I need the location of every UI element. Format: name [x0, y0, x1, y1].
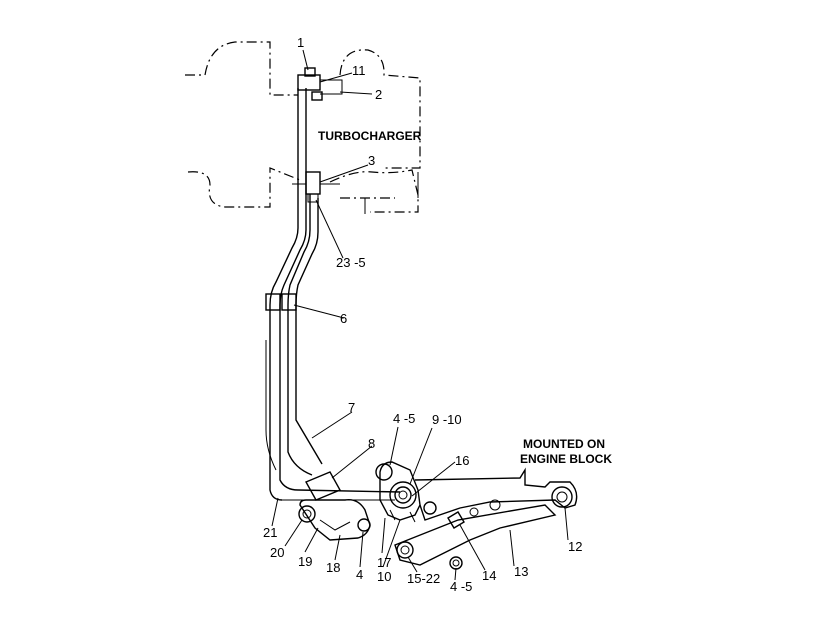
- callout-1: 1: [297, 35, 304, 50]
- callout-14: 14: [482, 568, 496, 583]
- callout-4-5-bottom: 4 -5: [450, 579, 472, 594]
- callout-17: 17: [377, 555, 391, 570]
- callout-19: 19: [298, 554, 312, 569]
- callout-2: 2: [375, 87, 382, 102]
- tube-coupling: [265, 293, 297, 311]
- clip-8: [305, 471, 341, 501]
- left-bracket: [298, 499, 371, 541]
- mounted-caption-line1: MOUNTED ON: [523, 437, 605, 451]
- mounted-caption-line2: ENGINE BLOCK: [520, 452, 612, 466]
- callout-4-5-top: 4 -5: [393, 411, 415, 426]
- left-return-tube: [265, 340, 277, 471]
- turbocharger-outline: [185, 41, 421, 214]
- callout-9-10: 9 -10: [432, 412, 462, 427]
- right-bracket: [394, 467, 578, 570]
- callout-10: 10: [377, 569, 391, 584]
- callout-3: 3: [368, 153, 375, 168]
- callout-15-22: 15-22: [407, 571, 440, 586]
- callout-7: 7: [348, 400, 355, 415]
- callout-11: 11: [352, 63, 366, 78]
- mid-fitting: [292, 171, 340, 203]
- callout-23-5: 23 -5: [336, 255, 366, 270]
- callout-6: 6: [340, 311, 347, 326]
- callout-13: 13: [514, 564, 528, 579]
- leader-lines: [271, 49, 569, 581]
- center-housing: [375, 461, 421, 523]
- callout-21: 21: [263, 525, 277, 540]
- callout-20: 20: [270, 545, 284, 560]
- callout-4: 4: [356, 567, 363, 582]
- upper-fitting: [297, 67, 343, 101]
- callout-16: 16: [455, 453, 469, 468]
- callout-12: 12: [568, 539, 582, 554]
- callout-18: 18: [326, 560, 340, 575]
- callout-8: 8: [368, 436, 375, 451]
- turbocharger-caption: TURBOCHARGER: [318, 129, 422, 143]
